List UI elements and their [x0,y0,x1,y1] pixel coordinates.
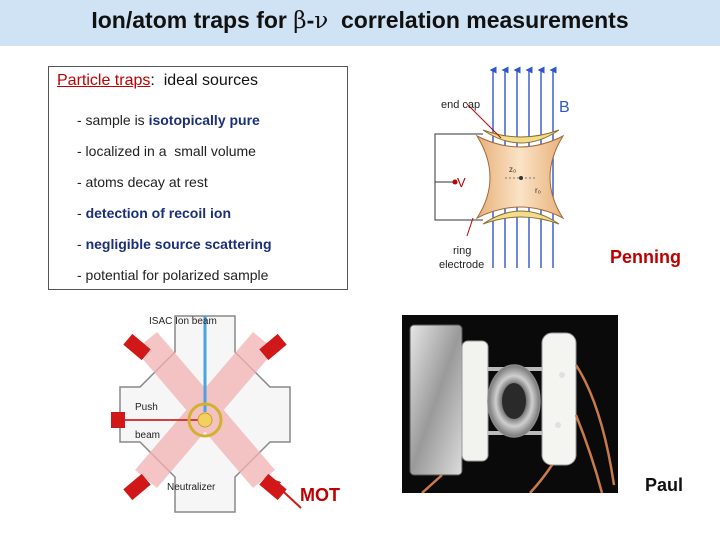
end-cap-label: end cap [441,99,480,111]
bullet-decay-at-rest: - atoms decay at rest [77,174,208,190]
nu-symbol: ν [314,8,329,34]
laser-windows [111,333,287,501]
voltage-circuit [434,133,483,221]
voltage-node [452,179,458,185]
ring-label: ring [453,245,471,257]
isac-beam-label: ISAC Ion beam [149,316,217,327]
bullet-source-scattering: - negligible source scattering [77,236,272,252]
electrode-label: electrode [439,259,484,271]
penning-trap-diagram: end cap B V z₀ r₀ ring electrode [434,66,570,271]
particle-traps-heading: Particle traps [57,72,151,89]
b-field-label: B [559,99,570,116]
end-cap-bottom [482,210,560,225]
neutralizer-label: Neutralizer [167,482,216,493]
trap-ring [187,402,223,438]
beam-label: beam [135,430,160,441]
particle-traps-box: Particle traps: ideal sources - sample i… [48,66,348,290]
slide-title: Ion/atom traps for β-ν correlation measu… [91,7,629,34]
push-label: Push [135,402,158,413]
mot-label: MOT [300,485,340,505]
bullet-small-volume: - localized in a small volume [77,143,256,159]
beta-symbol: β [293,8,307,34]
bullet-recoil-ion: - detection of recoil ion [77,205,232,221]
v-label: V [457,175,466,190]
paul-trap-photo [402,315,618,493]
penning-label: Penning [610,247,681,267]
paul-label: Paul [645,475,684,495]
bullet-isotopically-pure: - sample is isotopically pure [77,112,260,128]
trap-center [197,412,213,428]
z0-label: z₀ [509,165,516,174]
mot-diagram: ISAC Ion beam Push beam Neutralizer [111,315,302,513]
bullet-polarized-sample: - potential for polarized sample [77,267,269,283]
end-cap-top [482,129,560,144]
box-heading: Particle traps: ideal sources [57,72,258,89]
r0-label: r₀ [535,186,541,195]
title-bar [0,0,720,46]
